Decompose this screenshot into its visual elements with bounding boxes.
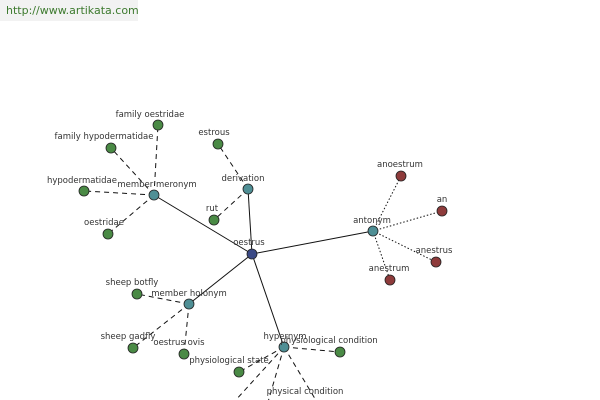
node-word-anoestrum[interactable] <box>395 170 407 182</box>
label-word-an: an <box>437 195 448 205</box>
edge-oestrus-member-holonym <box>188 253 253 305</box>
edge-member-holonym-sheep-gadfly <box>132 303 190 349</box>
node-word-sheep-gadfly[interactable] <box>127 342 139 354</box>
node-word-oestridae[interactable] <box>102 228 114 240</box>
label-word-anestrus: anestrus <box>416 246 453 256</box>
node-relation-hypernym[interactable] <box>278 341 290 353</box>
label-word-oestridae: oestridae <box>84 218 124 228</box>
node-word-family-oestridae[interactable] <box>152 119 164 131</box>
label-relation-member-holonym: member holonym <box>151 289 226 299</box>
label-word-hypodermatidae: hypodermatidae <box>47 176 117 186</box>
edge-oestrus-derivation <box>247 188 253 255</box>
edge-hypernym-offscreen-b <box>235 346 285 400</box>
edge-hypernym-offscreen-a <box>268 346 285 400</box>
edge-antonym-an <box>372 210 443 232</box>
label-relation-member-meronym: member meronym <box>117 180 196 190</box>
node-word-anestrum[interactable] <box>384 274 396 286</box>
edge-hypernym-physiological-condition <box>283 346 341 353</box>
edge-derivation-estrous <box>217 143 249 190</box>
label-relation-derivation: derivation <box>221 174 264 184</box>
node-word-sheep-botfly[interactable] <box>131 288 143 300</box>
node-word-estrous[interactable] <box>212 138 224 150</box>
site-url-link[interactable]: http://www.artikata.com <box>6 4 139 17</box>
edge-oestrus-member-meronym <box>153 194 253 255</box>
edge-antonym-anestrus <box>372 230 437 263</box>
nodes <box>78 119 448 378</box>
node-word-anestrus[interactable] <box>430 256 442 268</box>
label-relation-antonym: antonym <box>353 216 391 226</box>
label-word-rut: rut <box>206 204 219 214</box>
edge-member-meronym-hypodermatidae <box>83 190 155 196</box>
node-center-oestrus[interactable] <box>246 248 258 260</box>
node-word-rut[interactable] <box>208 214 220 226</box>
label-word-family-hypodermatidae: family hypodermatidae <box>55 132 154 142</box>
label-word-family-oestridae: family oestridae <box>116 110 185 120</box>
node-word-family-hypodermatidae[interactable] <box>105 142 117 154</box>
label-word-physical-condition: physical condition <box>267 387 344 397</box>
node-relation-member-holonym[interactable] <box>183 298 195 310</box>
site-banner: http://www.artikata.com <box>0 0 139 21</box>
edge-hypernym-physical-condition <box>283 346 317 400</box>
edge-member-meronym-oestridae <box>107 194 155 235</box>
node-relation-derivation[interactable] <box>242 183 254 195</box>
label-relation-hypernym: hypernym <box>263 332 306 342</box>
edge-derivation-rut <box>213 188 249 221</box>
label-word-physiological-condition: physiological condition <box>280 336 377 346</box>
label-word-physiological-state: physiological state <box>189 356 269 366</box>
label-word-oestrus-ovis: oestrus ovis <box>153 338 205 348</box>
labels: oestrus member meronym derivation antony… <box>47 110 453 397</box>
label-word-estrous: estrous <box>198 128 230 138</box>
edges <box>83 124 443 400</box>
node-word-oestrus-ovis[interactable] <box>178 348 190 360</box>
node-word-an[interactable] <box>436 205 448 217</box>
node-relation-member-meronym[interactable] <box>148 189 160 201</box>
label-word-sheep-botfly: sheep botfly <box>106 278 159 288</box>
node-word-physiological-state[interactable] <box>233 366 245 378</box>
edge-member-meronym-family-hypodermatidae <box>110 147 155 196</box>
edge-antonym-anestrum <box>372 230 391 281</box>
label-word-sheep-gadfly: sheep gadfly <box>101 332 156 342</box>
node-word-physiological-condition[interactable] <box>334 346 346 358</box>
node-word-hypodermatidae[interactable] <box>78 185 90 197</box>
edge-oestrus-hypernym <box>251 253 285 348</box>
node-relation-antonym[interactable] <box>367 225 379 237</box>
label-word-anoestrum: anoestrum <box>377 160 423 170</box>
label-word-anestrum: anestrum <box>369 264 410 274</box>
label-center-oestrus: oestrus <box>233 238 265 248</box>
edge-oestrus-antonym <box>251 230 374 255</box>
edge-member-meronym-family-oestridae <box>153 124 159 196</box>
